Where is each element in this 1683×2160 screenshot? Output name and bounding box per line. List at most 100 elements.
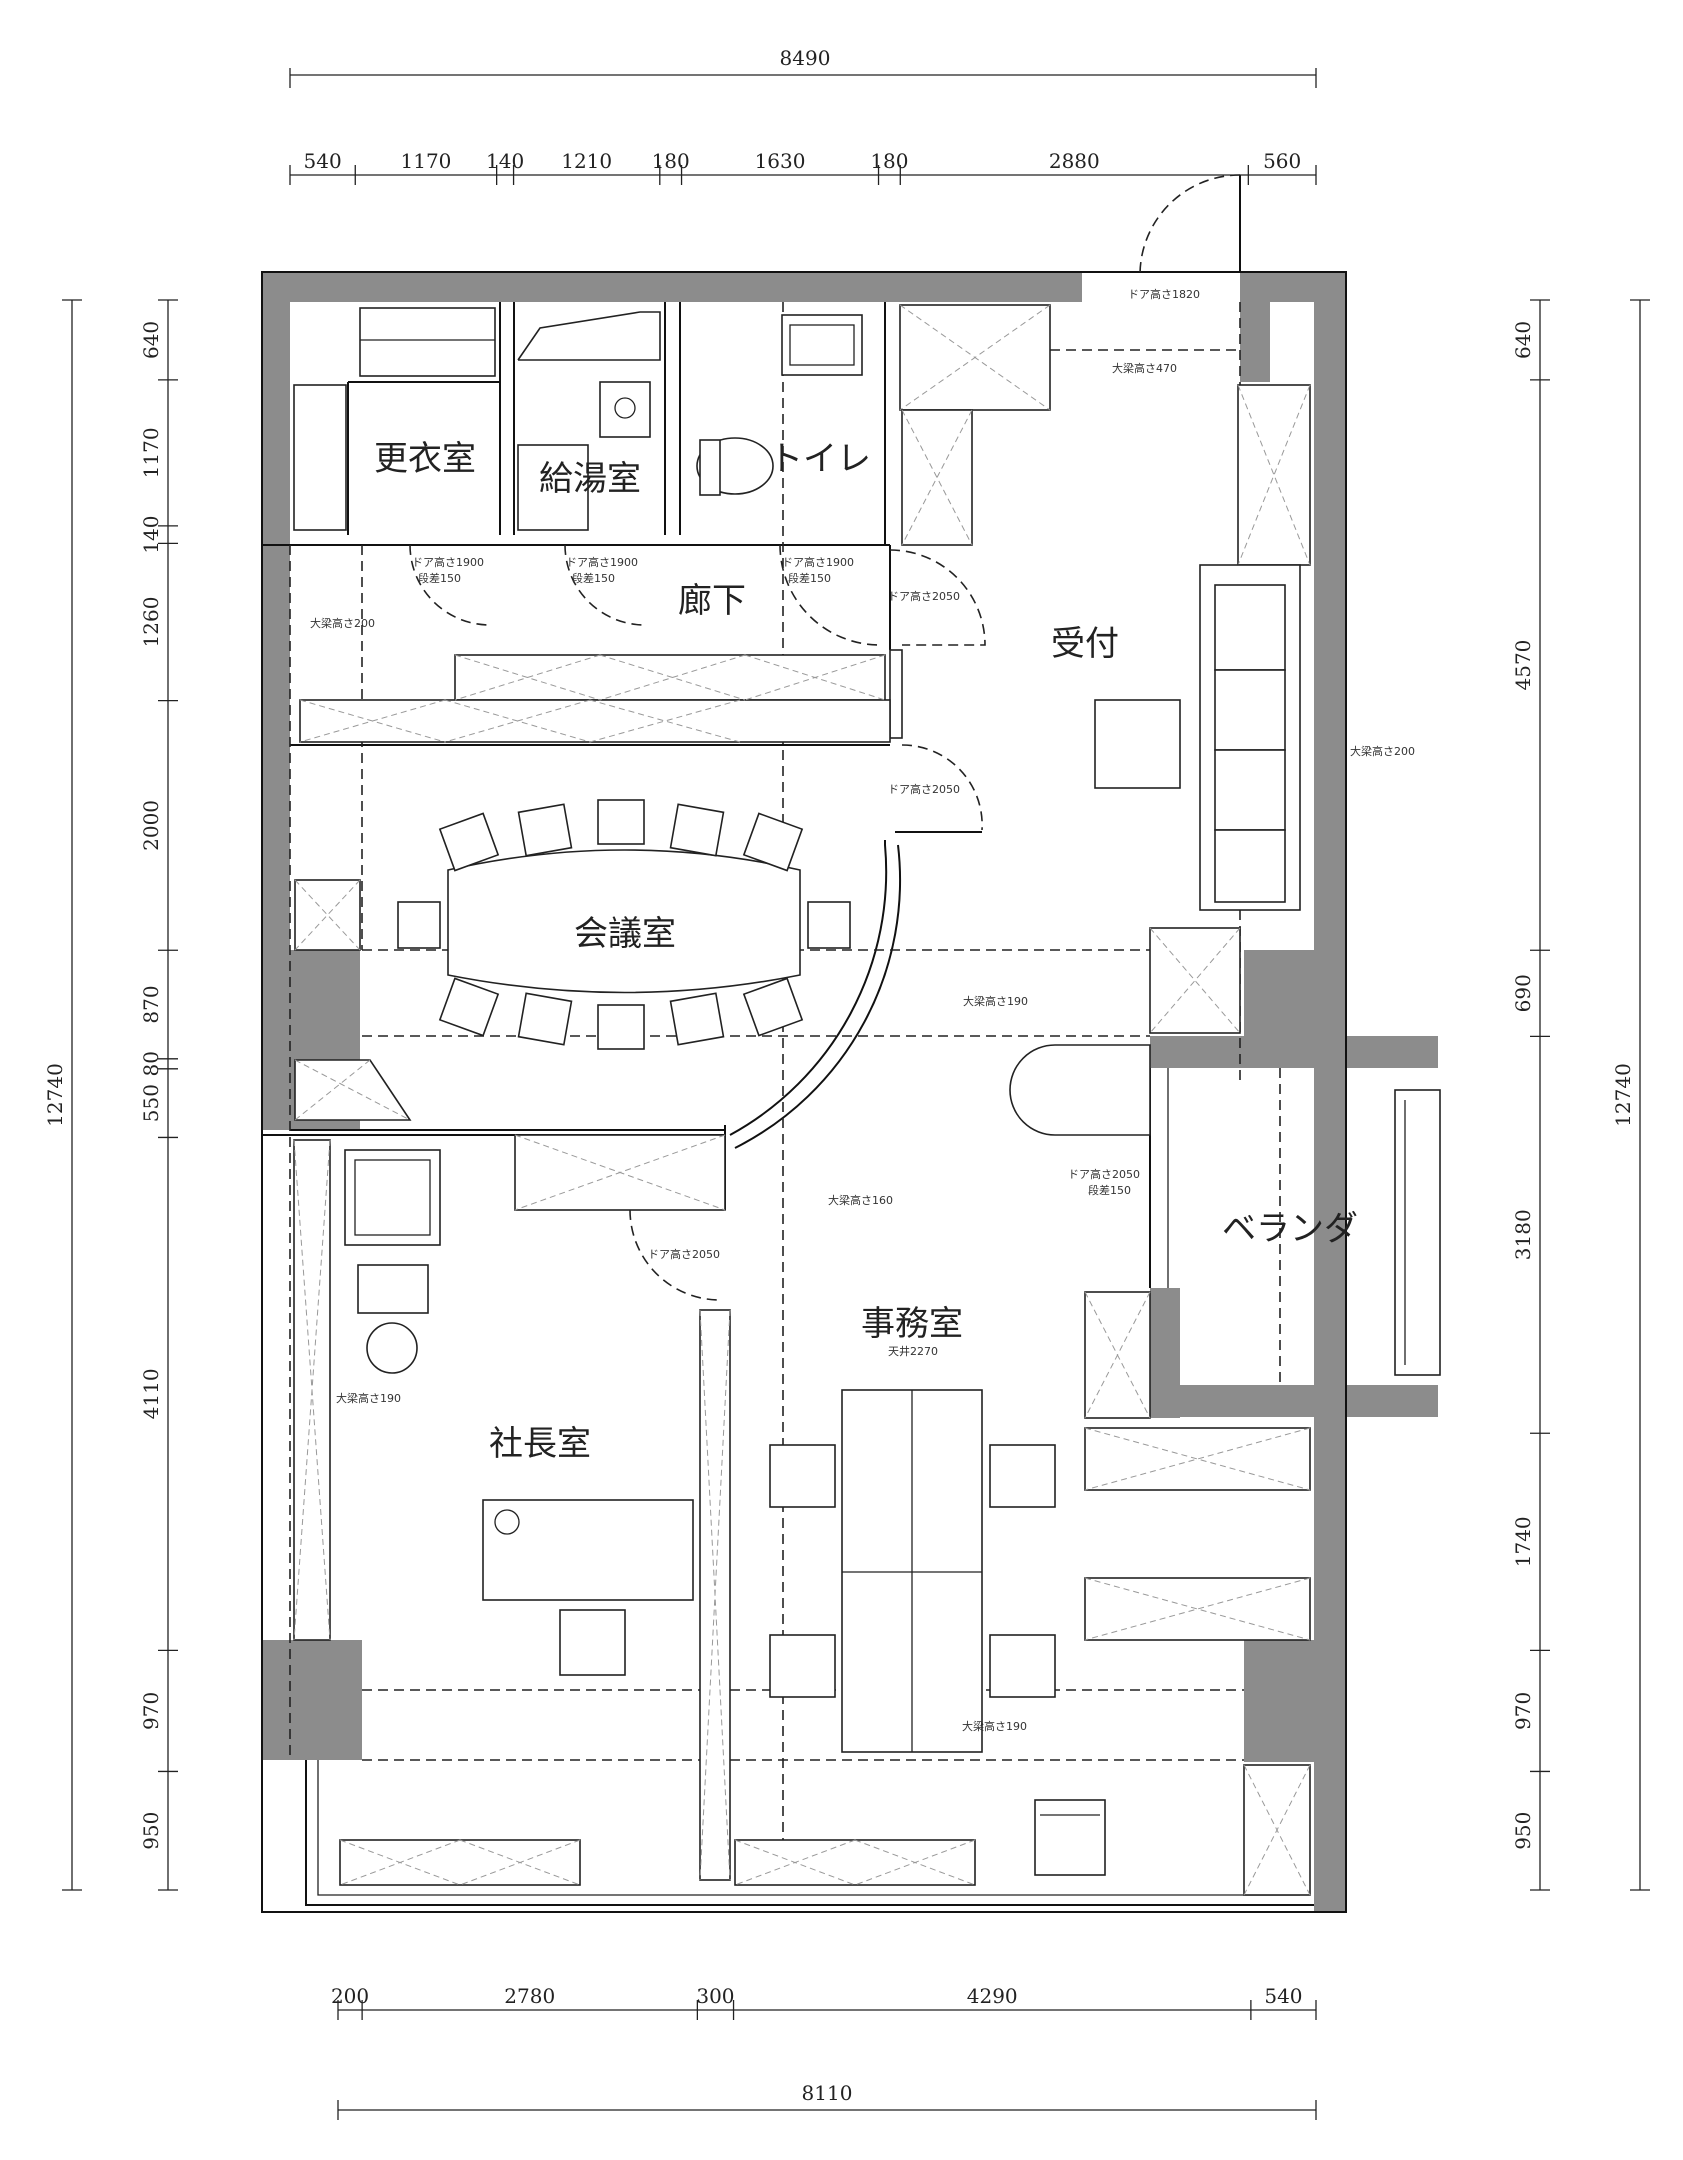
meeting-table — [397, 799, 851, 1050]
fixtures — [293, 307, 1441, 1876]
note-beam-office: 大梁高さ160 — [828, 1193, 893, 1207]
partition-office — [699, 1309, 731, 1881]
storage-office-right-1 — [1084, 1291, 1151, 1419]
column-right-bottom — [1244, 1640, 1314, 1762]
door-swing-toilet — [779, 544, 881, 646]
dim-right-label-2: 690 — [1511, 974, 1535, 1012]
kitchen-fridge — [517, 444, 589, 531]
door-swing-corridor — [889, 549, 986, 646]
president-armchair — [344, 1149, 441, 1246]
dim-bottom-label-3: 4290 — [967, 1984, 1018, 2008]
note-door-toilet: ドア高さ1900 — [782, 555, 854, 569]
storage-bottom-window — [339, 1839, 976, 1886]
balcony-wall-top — [1150, 1036, 1438, 1068]
changing-lockers — [359, 307, 496, 377]
note-door-corridor: ドア高さ2050 — [888, 589, 960, 603]
storage-corridor-row — [299, 654, 891, 743]
reception-sofa — [1199, 564, 1301, 911]
dim-right-label-3: 3180 — [1511, 1209, 1535, 1260]
partitions — [262, 302, 1169, 1288]
bottom-window-line — [305, 1760, 1314, 1906]
dim-top-label-5: 1630 — [755, 149, 806, 173]
dim-top-label-7: 2880 — [1049, 149, 1100, 173]
dim-top-total: 8490 — [780, 46, 831, 70]
dim-right-label-4: 1740 — [1511, 1516, 1535, 1567]
wall-top-left — [262, 272, 1082, 302]
note-beam-corridor: 大梁高さ200 — [310, 616, 375, 630]
outer-walls — [261, 271, 1438, 1913]
dim-left-label-5: 870 — [139, 985, 163, 1023]
note-door-top: ドア高さ1820 — [1128, 287, 1200, 301]
president-desk — [482, 1499, 694, 1601]
dim-bottom-total: 8110 — [802, 2081, 853, 2105]
dimension-lines — [62, 68, 1650, 2120]
kitchen-sink-icon — [599, 381, 651, 438]
note-beam-meeting: 大梁高さ190 — [963, 994, 1028, 1008]
dim-right-total: 12740 — [1611, 1063, 1635, 1127]
annotations: ドア高さ1820 大梁高さ470 ドア高さ1900 段差150 ドア高さ1900… — [310, 287, 1415, 1733]
dim-right-label-5: 970 — [1511, 1692, 1535, 1730]
door-swing-entrance — [1139, 174, 1241, 276]
storage-top-right — [899, 304, 1051, 411]
storage-president-left — [293, 1139, 331, 1641]
note-door-kitchen-sub: 段差150 — [572, 571, 615, 585]
dim-bottom-label-4: 540 — [1264, 1984, 1302, 2008]
dim-left-label-10: 950 — [139, 1812, 163, 1850]
toilet-sink-icon — [781, 314, 863, 376]
office-chair-1 — [769, 1444, 836, 1508]
dim-left-label-3: 1260 — [139, 597, 163, 648]
president-stool — [366, 1322, 418, 1374]
note-door-changing-sub: 段差150 — [418, 571, 461, 585]
wall-right — [1314, 272, 1346, 1912]
kitchen-counter — [517, 311, 661, 361]
dim-left-label-8: 4110 — [139, 1368, 163, 1419]
storage-corner-right — [1149, 927, 1241, 1034]
storage-office-right-3 — [1084, 1577, 1311, 1641]
note-door-balcony-sub: 段差150 — [1088, 1183, 1131, 1197]
door-swing-reception — [901, 744, 983, 831]
label-office: 事務室 — [861, 1304, 963, 1344]
note-door-balcony: ドア高さ2050 — [1068, 1167, 1140, 1181]
outer-outline — [261, 271, 1347, 1913]
storage-top-right-2 — [901, 409, 973, 546]
note-beam-president: 大梁高さ190 — [336, 1391, 401, 1405]
door-swing-president — [629, 1209, 721, 1301]
dim-bottom-label-1: 2780 — [504, 1984, 555, 2008]
dim-left-label-9: 970 — [139, 1692, 163, 1730]
balcony-ac-unit-icon — [1394, 1089, 1441, 1376]
dim-left-total: 12740 — [43, 1063, 67, 1127]
door-swing-changing — [409, 544, 491, 626]
office-chair-3 — [769, 1634, 836, 1698]
dim-top-label-4: 180 — [652, 149, 690, 173]
reception-partition — [889, 649, 903, 739]
dim-left-label-1: 1170 — [139, 427, 163, 478]
president-side-table — [357, 1264, 429, 1314]
reception-table — [1094, 699, 1181, 789]
note-door-president: ドア高さ2050 — [648, 1247, 720, 1261]
label-reception: 受付 — [1051, 624, 1119, 664]
label-president-room: 社長室 — [489, 1424, 591, 1464]
door-swing-kitchen — [564, 544, 646, 626]
note-door-kitchen: ドア高さ1900 — [566, 555, 638, 569]
balcony-wall-left — [1150, 1288, 1180, 1418]
storage-office-right-2 — [1084, 1427, 1311, 1491]
dim-left-label-6: 80 — [139, 1051, 163, 1076]
president-chair — [559, 1609, 626, 1676]
changing-shelf — [293, 384, 347, 531]
note-beam-top: 大梁高さ470 — [1112, 361, 1177, 375]
dim-top-label-0: 540 — [304, 149, 342, 173]
room-labels: 更衣室 給湯室 トイレ 廊下 受付 会議室 ベランダ 事務室 社長室 — [374, 439, 1358, 1464]
label-changing-room: 更衣室 — [374, 439, 476, 479]
label-meeting-room: 会議室 — [574, 914, 676, 954]
dim-top-label-1: 1170 — [401, 149, 452, 173]
note-door-toilet-sub: 段差150 — [788, 571, 831, 585]
dim-right-label-6: 950 — [1511, 1812, 1535, 1850]
storage-meeting-left — [294, 879, 361, 951]
meeting-curved-wall-inner — [734, 844, 901, 1149]
dim-left-label-2: 140 — [139, 516, 163, 554]
